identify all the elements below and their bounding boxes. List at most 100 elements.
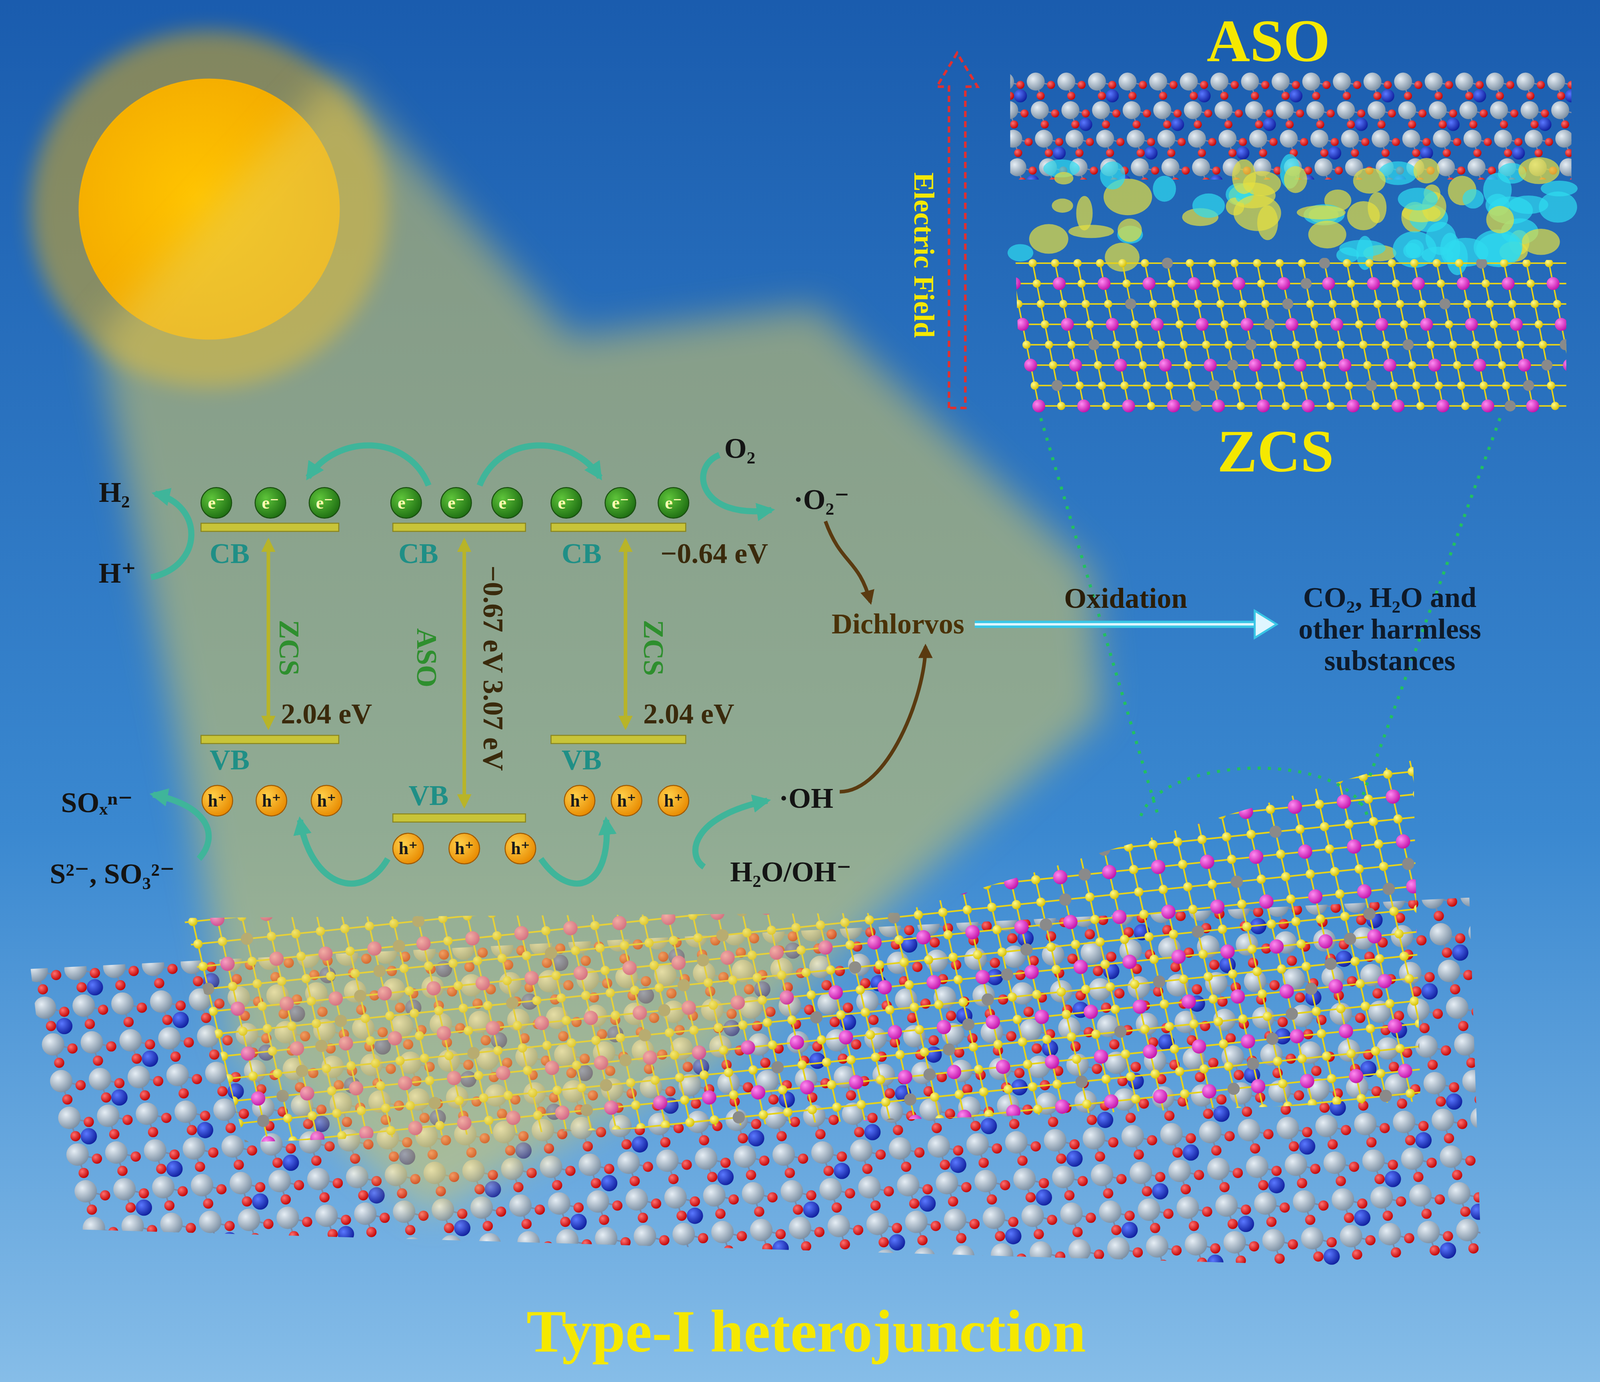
atom: [1216, 810, 1226, 820]
atom: [1440, 1045, 1452, 1056]
atom: [1421, 983, 1438, 1000]
atom: [1503, 870, 1514, 881]
atom: [1574, 1015, 1585, 1026]
atom: [1313, 929, 1336, 952]
atom: [578, 1154, 601, 1177]
atom: [1470, 1204, 1487, 1221]
atom: [105, 1238, 122, 1255]
atom: [1323, 1152, 1346, 1175]
atom: [1094, 1152, 1106, 1163]
atom: [811, 1141, 834, 1164]
atom: [1150, 1223, 1161, 1234]
atom: [1446, 996, 1469, 1020]
atom: [867, 1113, 878, 1124]
atom: [1059, 780, 1069, 790]
atom: [970, 1121, 981, 1132]
atom: [1358, 772, 1368, 782]
atom: [460, 1296, 471, 1308]
atom: [1196, 1258, 1208, 1269]
atom: [990, 860, 1002, 871]
atom: [335, 1266, 346, 1277]
atom: [1442, 947, 1453, 958]
atom: [1324, 730, 1334, 740]
atom: [715, 1208, 726, 1220]
atom: [76, 982, 87, 993]
atom: [564, 1266, 587, 1289]
atom: [750, 1219, 773, 1242]
atom: [1007, 933, 1018, 944]
atom: [1052, 1166, 1075, 1189]
atom: [1566, 978, 1577, 989]
atom: [1227, 854, 1237, 864]
atom: [1113, 798, 1123, 808]
atom: [1548, 1102, 1571, 1126]
atom: [656, 1149, 679, 1172]
atom: [131, 1054, 142, 1065]
atom: [133, 1239, 144, 1250]
atom: [631, 1136, 648, 1153]
atom: [1379, 1123, 1390, 1134]
atom: [1107, 854, 1118, 865]
atom: [164, 1200, 175, 1212]
atom: [742, 1182, 765, 1205]
atom: [972, 984, 995, 1007]
atom: [1355, 1013, 1366, 1024]
atom: [1094, 829, 1118, 852]
atom: [962, 859, 979, 876]
atom: [950, 1156, 967, 1174]
atom: [665, 1086, 676, 1097]
atom: [1078, 868, 1091, 882]
atom: [1335, 950, 1352, 968]
atom: [1498, 882, 1522, 905]
atom: [509, 1291, 526, 1308]
atom: [1235, 933, 1258, 956]
atom: [1527, 980, 1538, 991]
atom: [961, 1182, 972, 1193]
atom: [108, 1227, 119, 1238]
atom: [153, 1076, 164, 1087]
atom: [31, 908, 48, 925]
atom: [139, 1090, 150, 1102]
atom: [284, 1243, 308, 1266]
atom: [166, 1161, 183, 1178]
atom: [1167, 874, 1178, 885]
atom: [206, 962, 217, 973]
atom: [1458, 1021, 1469, 1032]
atom: [1172, 837, 1182, 847]
atom: [148, 902, 165, 919]
atom: [1008, 1217, 1019, 1228]
atom: [1476, 1054, 1493, 1072]
atom: [1079, 755, 1089, 765]
atom: [1202, 1206, 1213, 1218]
atom: [1408, 898, 1419, 910]
atom: [1446, 1093, 1463, 1110]
atom: [114, 1078, 125, 1089]
atom: [955, 880, 970, 895]
atom: [1387, 1160, 1398, 1171]
atom: [201, 1013, 212, 1024]
atom: [1276, 850, 1286, 860]
atom: [1396, 1196, 1407, 1208]
atom: [1310, 1164, 1321, 1175]
atom: [1030, 1141, 1042, 1152]
atom: [183, 1037, 194, 1048]
atom: [1455, 933, 1466, 944]
atom: [1470, 1106, 1493, 1130]
atom: [858, 1273, 875, 1290]
atom: [1372, 988, 1383, 999]
atom: [1121, 1125, 1144, 1148]
atom: [1152, 1183, 1169, 1200]
atom: [116, 1264, 127, 1275]
atom: [148, 1127, 159, 1138]
atom: [302, 1217, 313, 1228]
atom: [1405, 1135, 1416, 1146]
atom: [581, 1239, 592, 1250]
atom: [772, 1240, 789, 1257]
atom: [1129, 1162, 1152, 1185]
atom: [542, 1241, 554, 1252]
atom: [1498, 1204, 1510, 1216]
atom: [1050, 850, 1060, 860]
atom: [884, 1088, 896, 1099]
atom: [64, 958, 87, 981]
